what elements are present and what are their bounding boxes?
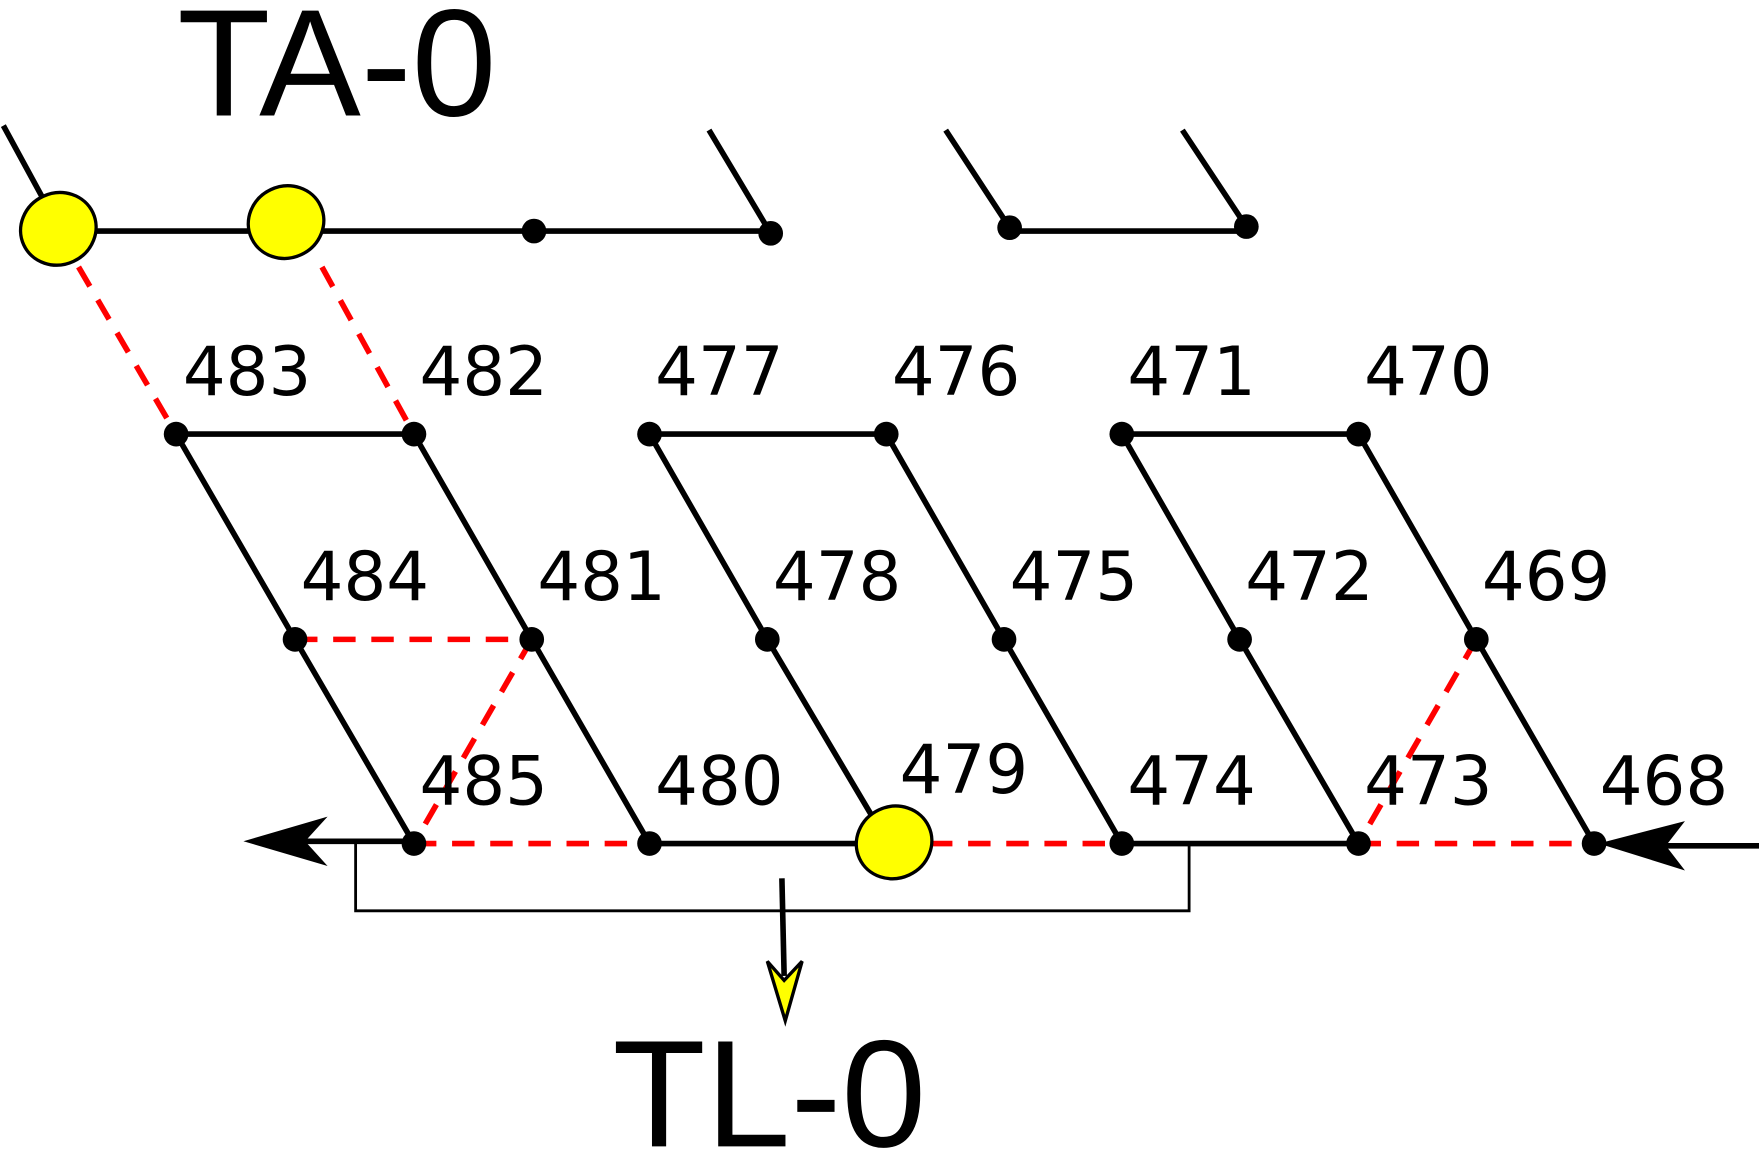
dashed-lines — [76, 265, 1595, 847]
left-arrow — [243, 816, 414, 866]
label-483: 483 — [183, 333, 311, 411]
label-475: 475 — [1010, 538, 1138, 616]
label-476: 476 — [892, 333, 1020, 411]
label-482: 482 — [420, 333, 548, 411]
label-479: 479 — [900, 731, 1028, 809]
bracket — [354, 843, 1191, 913]
label-477: 477 — [655, 333, 783, 411]
label-481: 481 — [537, 538, 665, 616]
label-478: 478 — [773, 538, 901, 616]
solid-lines — [0, 124, 1597, 847]
label-470: 470 — [1364, 333, 1492, 411]
label-471: 471 — [1127, 333, 1255, 411]
label-473: 473 — [1364, 742, 1492, 820]
node-labels: 483 482 477 476 471 470 484 481 478 475 … — [183, 333, 1728, 820]
label-484: 484 — [301, 538, 429, 616]
label-474: 474 — [1127, 742, 1255, 820]
highlight-markers — [18, 184, 934, 881]
label-480: 480 — [655, 742, 783, 820]
title-ta: TA-0 — [177, 0, 496, 149]
label-472: 472 — [1245, 538, 1373, 616]
down-arrow — [765, 878, 804, 1027]
nodes — [163, 214, 1607, 856]
label-468: 468 — [1600, 742, 1728, 820]
label-485: 485 — [420, 742, 548, 820]
right-arrow — [1598, 821, 1759, 871]
label-469: 469 — [1482, 538, 1610, 616]
title-tl: TL-0 — [613, 1009, 927, 1152]
